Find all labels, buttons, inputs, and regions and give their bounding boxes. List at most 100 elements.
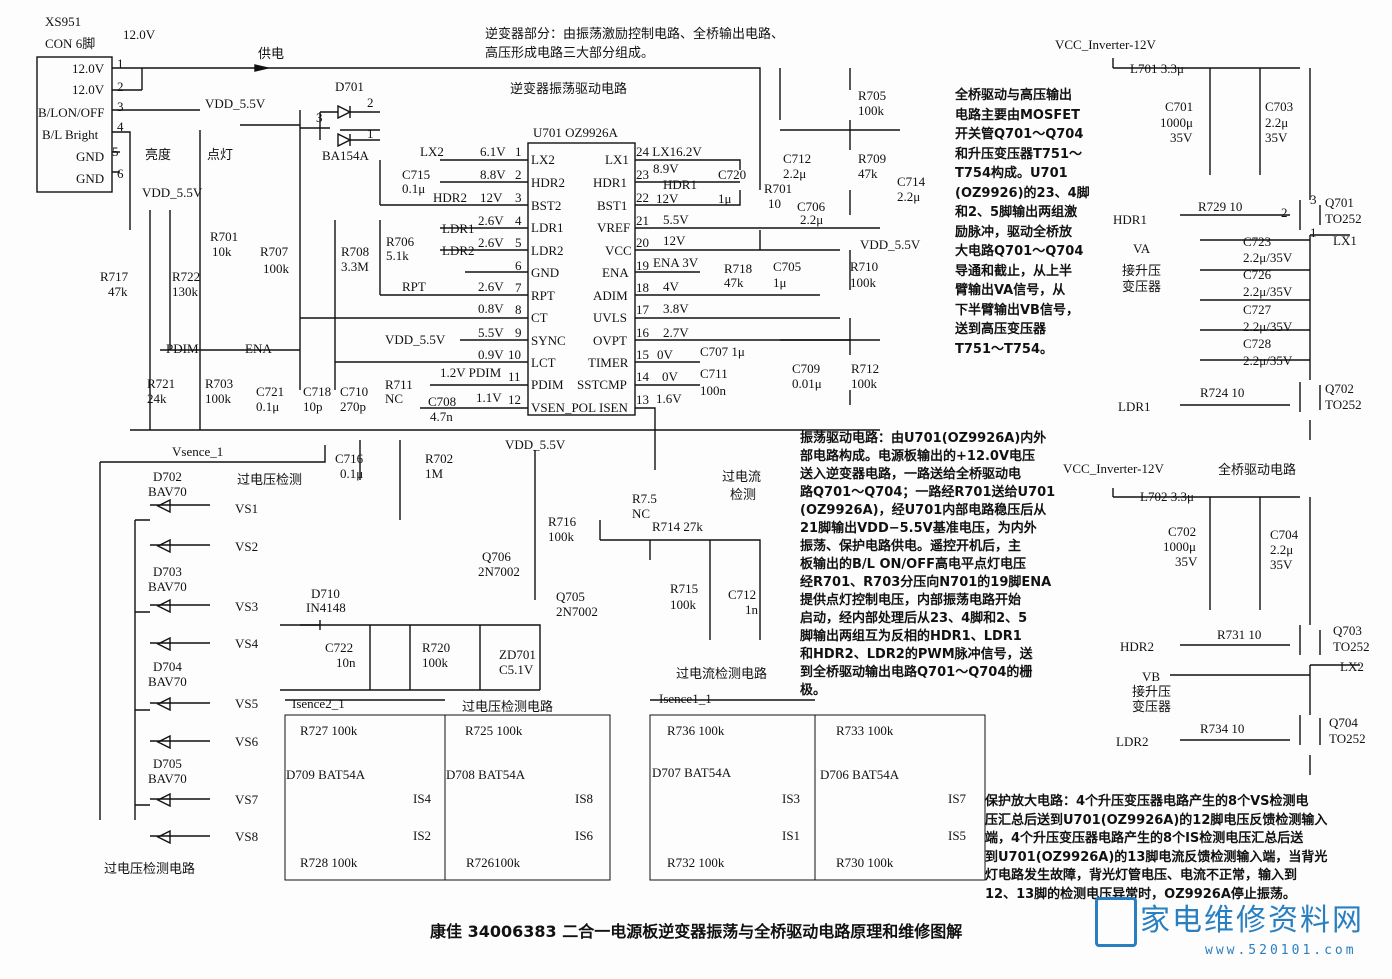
label-gdl2: 检测 [730,487,757,502]
para-line: 端，4个升压变压器电路产生的8个IS检测电压汇总后送 [985,831,1304,846]
para-line: 振荡驱动电路：由U701(OZ9926A)内外 [800,431,1047,446]
label-c722v: 10n [336,655,356,670]
label-jsy2: 接升压 [1132,684,1172,699]
label-c727: C727 [1243,302,1272,317]
label-r705v: 100k [858,103,884,118]
label-c726: C726 [1243,267,1272,282]
label-v89: 8.9V [653,161,679,176]
label-pr17: UVLS [593,310,627,325]
label-n1: 1 [117,56,124,71]
label-rn24: 24 LX16.2V [636,144,702,159]
label-c708v: 4.7n [430,409,453,424]
label-c715: C715 [402,167,431,182]
label-c728v: 2.2μ/35V [1243,353,1293,368]
label-c720v: 1μ [718,191,732,206]
label-v0b: 0V [662,369,678,384]
label-pl6: GND [531,265,560,280]
label-diandeng: 点灯 [207,147,234,162]
para-line: 高压形成电路三大部分组成。 [485,46,655,61]
label-fb-title: 全桥驱动电路 [1218,462,1297,477]
label-c726v: 2.2μ/35V [1243,284,1293,299]
label-r733: R733 100k [836,723,894,738]
label-ldr1l: LDR1 [442,221,475,236]
label-hdr1q: HDR1 [1113,212,1147,227]
label-r717v: 47k [108,284,128,299]
label-d703p: BAV70 [148,579,187,594]
label-q703p: TO252 [1333,639,1370,654]
label-vs6: VS6 [235,734,259,749]
label-r721v: 24k [147,391,167,406]
label-r701: R701 [764,181,793,196]
label-v12r: 12V [656,191,679,206]
label-r75: R7.5 [632,491,657,506]
label-pr22: BST1 [597,198,628,213]
label-c710v: 270p [340,399,366,414]
label-ovd-title: 过电压检测电路 [104,861,196,876]
label-v12r2: 12V [663,233,686,248]
label-rn16: 16 [636,325,649,340]
label-c704w: 35V [1270,557,1293,572]
label-pr20: VCC [605,243,632,258]
label-r710: R710 [850,259,879,274]
label-c721v: 0.1μ [256,399,280,414]
para-line: 部电路构成。电源板输出的+12.0V电压 [800,449,1036,464]
label-q704: Q704 [1329,715,1358,730]
para-line: 路Q701～Q704；一路经R701送给U701 [800,485,1056,500]
para-line: 导通和截止，从上半 [955,263,1073,279]
label-pn12: 12 [508,392,521,407]
label-v08: 0.8V [478,301,504,316]
label-pr19: ENA [602,265,629,280]
label-pr15: TIMER [588,355,629,370]
label-vcc1: VCC_Inverter-12V [1055,37,1156,52]
label-rn15: 15 [636,347,649,362]
label-r721: R721 [147,376,176,391]
watermark-name: 家电维修资料网 [1140,903,1364,938]
label-d707: D707 BAT54A [652,765,732,780]
label-pl12: VSEN_POL [531,400,597,415]
label-pn1: 1 [515,144,522,159]
label-d708: D708 BAT54A [446,767,526,782]
label-is6: IS6 [575,828,594,843]
label-pdim: PDIM [166,341,199,356]
label-r731: R731 10 [1217,627,1262,642]
label-pn8: 8 [515,302,522,317]
label-pn4: 4 [515,213,522,228]
label-v88: 8.8V [480,167,506,182]
label-rn13: 13 [636,392,649,407]
label-n2: 2 [117,79,124,94]
label-rn19: 19 [636,258,649,273]
label-r710v: 100k [850,275,876,290]
label-ldr2l: LDR2 [442,243,475,258]
label-d710: D710 [311,586,340,601]
label-r701b: R701 [210,229,239,244]
label-is1: IS1 [782,828,801,843]
label-q1n1: 1 [1310,225,1317,240]
label-vb: VB [1142,669,1161,684]
label-c705: C705 [773,259,802,274]
ic-u701-body [527,142,636,416]
watermark-url: www.520101.com [1205,943,1357,958]
label-r708: R708 [341,244,370,259]
label-c708: C708 [428,394,457,409]
label-hdr1r: HDR1 [663,177,697,192]
label-pn11: 11 [508,369,521,384]
para-line: 大电路Q701～Q704 [955,244,1084,259]
label-r75v: NC [632,506,651,521]
label-hdr2l: HDR2 [433,190,467,205]
label-v0a: 0V [657,347,673,362]
label-c705v: 1μ [773,275,787,290]
label-vs8: VS8 [235,829,259,844]
label-pn3: 3 [515,190,522,205]
label-r705: R705 [858,88,887,103]
label-v26b: 2.6V [478,235,504,250]
para-line: 和2、5脚输出两组激 [955,205,1078,220]
label-pl2: HDR2 [531,175,565,190]
label-r715: R715 [670,581,699,596]
label-pn7: 7 [515,280,522,295]
label-r718: R718 [724,261,753,276]
label-r709v: 47k [858,166,878,181]
label-r709: R709 [858,151,887,166]
label-is2: IS2 [413,828,432,843]
label-c701v: 1000μ [1160,115,1193,130]
label-l701: L701 3.3μ [1130,61,1184,76]
